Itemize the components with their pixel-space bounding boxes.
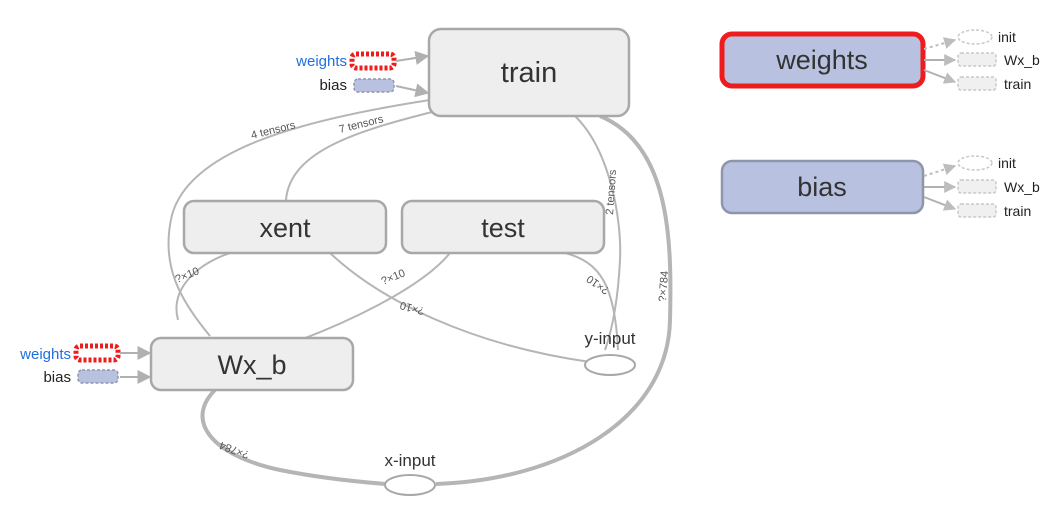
aux-weights-output-wxb: Wx_b (1004, 52, 1040, 68)
aux-bias-output-wxb: Wx_b (1004, 179, 1040, 195)
train-input-weights[interactable]: weights (295, 51, 430, 71)
edge-label-4-tensors: 4 tensors (250, 119, 297, 142)
weights-ref-icon (73, 343, 121, 363)
output-ref-icon (957, 179, 997, 194)
node-train-label: train (501, 57, 557, 89)
node-x-input[interactable]: x-input (384, 451, 436, 496)
output-ref-icon (957, 76, 997, 91)
train-input-weights-label: weights (295, 53, 347, 70)
edge-label-10-mid-rev: ?×10 (399, 299, 426, 317)
edge-xent-wxb (175, 252, 231, 321)
edge-label-784-bottom: ?×784 (218, 439, 251, 461)
edge-label-10-mid: ?×10 (380, 267, 407, 287)
aux-node-weights[interactable]: weights (719, 31, 926, 89)
wxb-input-weights-label: weights (19, 346, 71, 363)
edge-labels: 4 tensors 7 tensors 2 tensors ?×784 ?×10… (174, 113, 672, 460)
node-wxb-label: Wx_b (217, 350, 286, 380)
edge-test-yinput (564, 252, 619, 351)
aux-bias-output-init: init (998, 155, 1016, 171)
output-ref-icon (957, 203, 997, 218)
edge-train-wxb (167, 99, 431, 337)
node-y-input[interactable]: y-input (584, 329, 636, 376)
aux-node-bias-label: bias (797, 172, 847, 202)
node-train[interactable]: train (427, 27, 631, 118)
output-ref-icon (957, 52, 997, 67)
aux-bias-output-train: train (1004, 203, 1031, 219)
aux-bias-outputs: init Wx_b train (923, 155, 1040, 219)
aux-weights-output-init: init (998, 29, 1016, 45)
weights-ref-icon (349, 51, 397, 71)
aux-weights-outputs: init Wx_b train (923, 29, 1040, 92)
aux-node-weights-label: weights (775, 45, 868, 75)
edge-train-xent (285, 109, 441, 201)
wxb-input-weights[interactable]: weights (19, 343, 152, 363)
node-wxb[interactable]: Wx_b (149, 336, 355, 392)
node-xent-label: xent (259, 213, 311, 243)
edge-train-yinput (574, 115, 622, 351)
edge-train-xinput (435, 114, 673, 486)
init-ref-icon (957, 155, 993, 171)
init-ref-icon (957, 29, 993, 45)
train-input-bias[interactable]: bias (319, 77, 430, 98)
aux-node-bias[interactable]: bias (720, 159, 925, 215)
edge-label-784-right: ?×784 (657, 271, 671, 303)
edge-label-2-tensors: 2 tensors (604, 169, 619, 215)
train-input-bias-label: bias (319, 77, 347, 94)
node-test-label: test (481, 213, 525, 243)
bias-ref-icon (353, 78, 395, 93)
node-xent[interactable]: xent (182, 199, 388, 255)
wxb-input-bias-label: bias (43, 369, 71, 386)
edge-test-wxb (299, 252, 451, 341)
edge-wxb-xinput (200, 388, 387, 486)
edge-xent-yinput (329, 252, 591, 363)
node-x-input-label: x-input (384, 451, 435, 470)
edge-label-10-right: ?×10 (585, 272, 612, 296)
bias-ref-icon (77, 369, 119, 384)
edges (167, 99, 673, 486)
node-test[interactable]: test (400, 199, 606, 255)
node-y-input-label: y-input (584, 329, 635, 348)
wxb-input-bias[interactable]: bias (43, 369, 152, 386)
edge-label-10-left: ?×10 (174, 265, 201, 285)
aux-weights-output-train: train (1004, 76, 1031, 92)
